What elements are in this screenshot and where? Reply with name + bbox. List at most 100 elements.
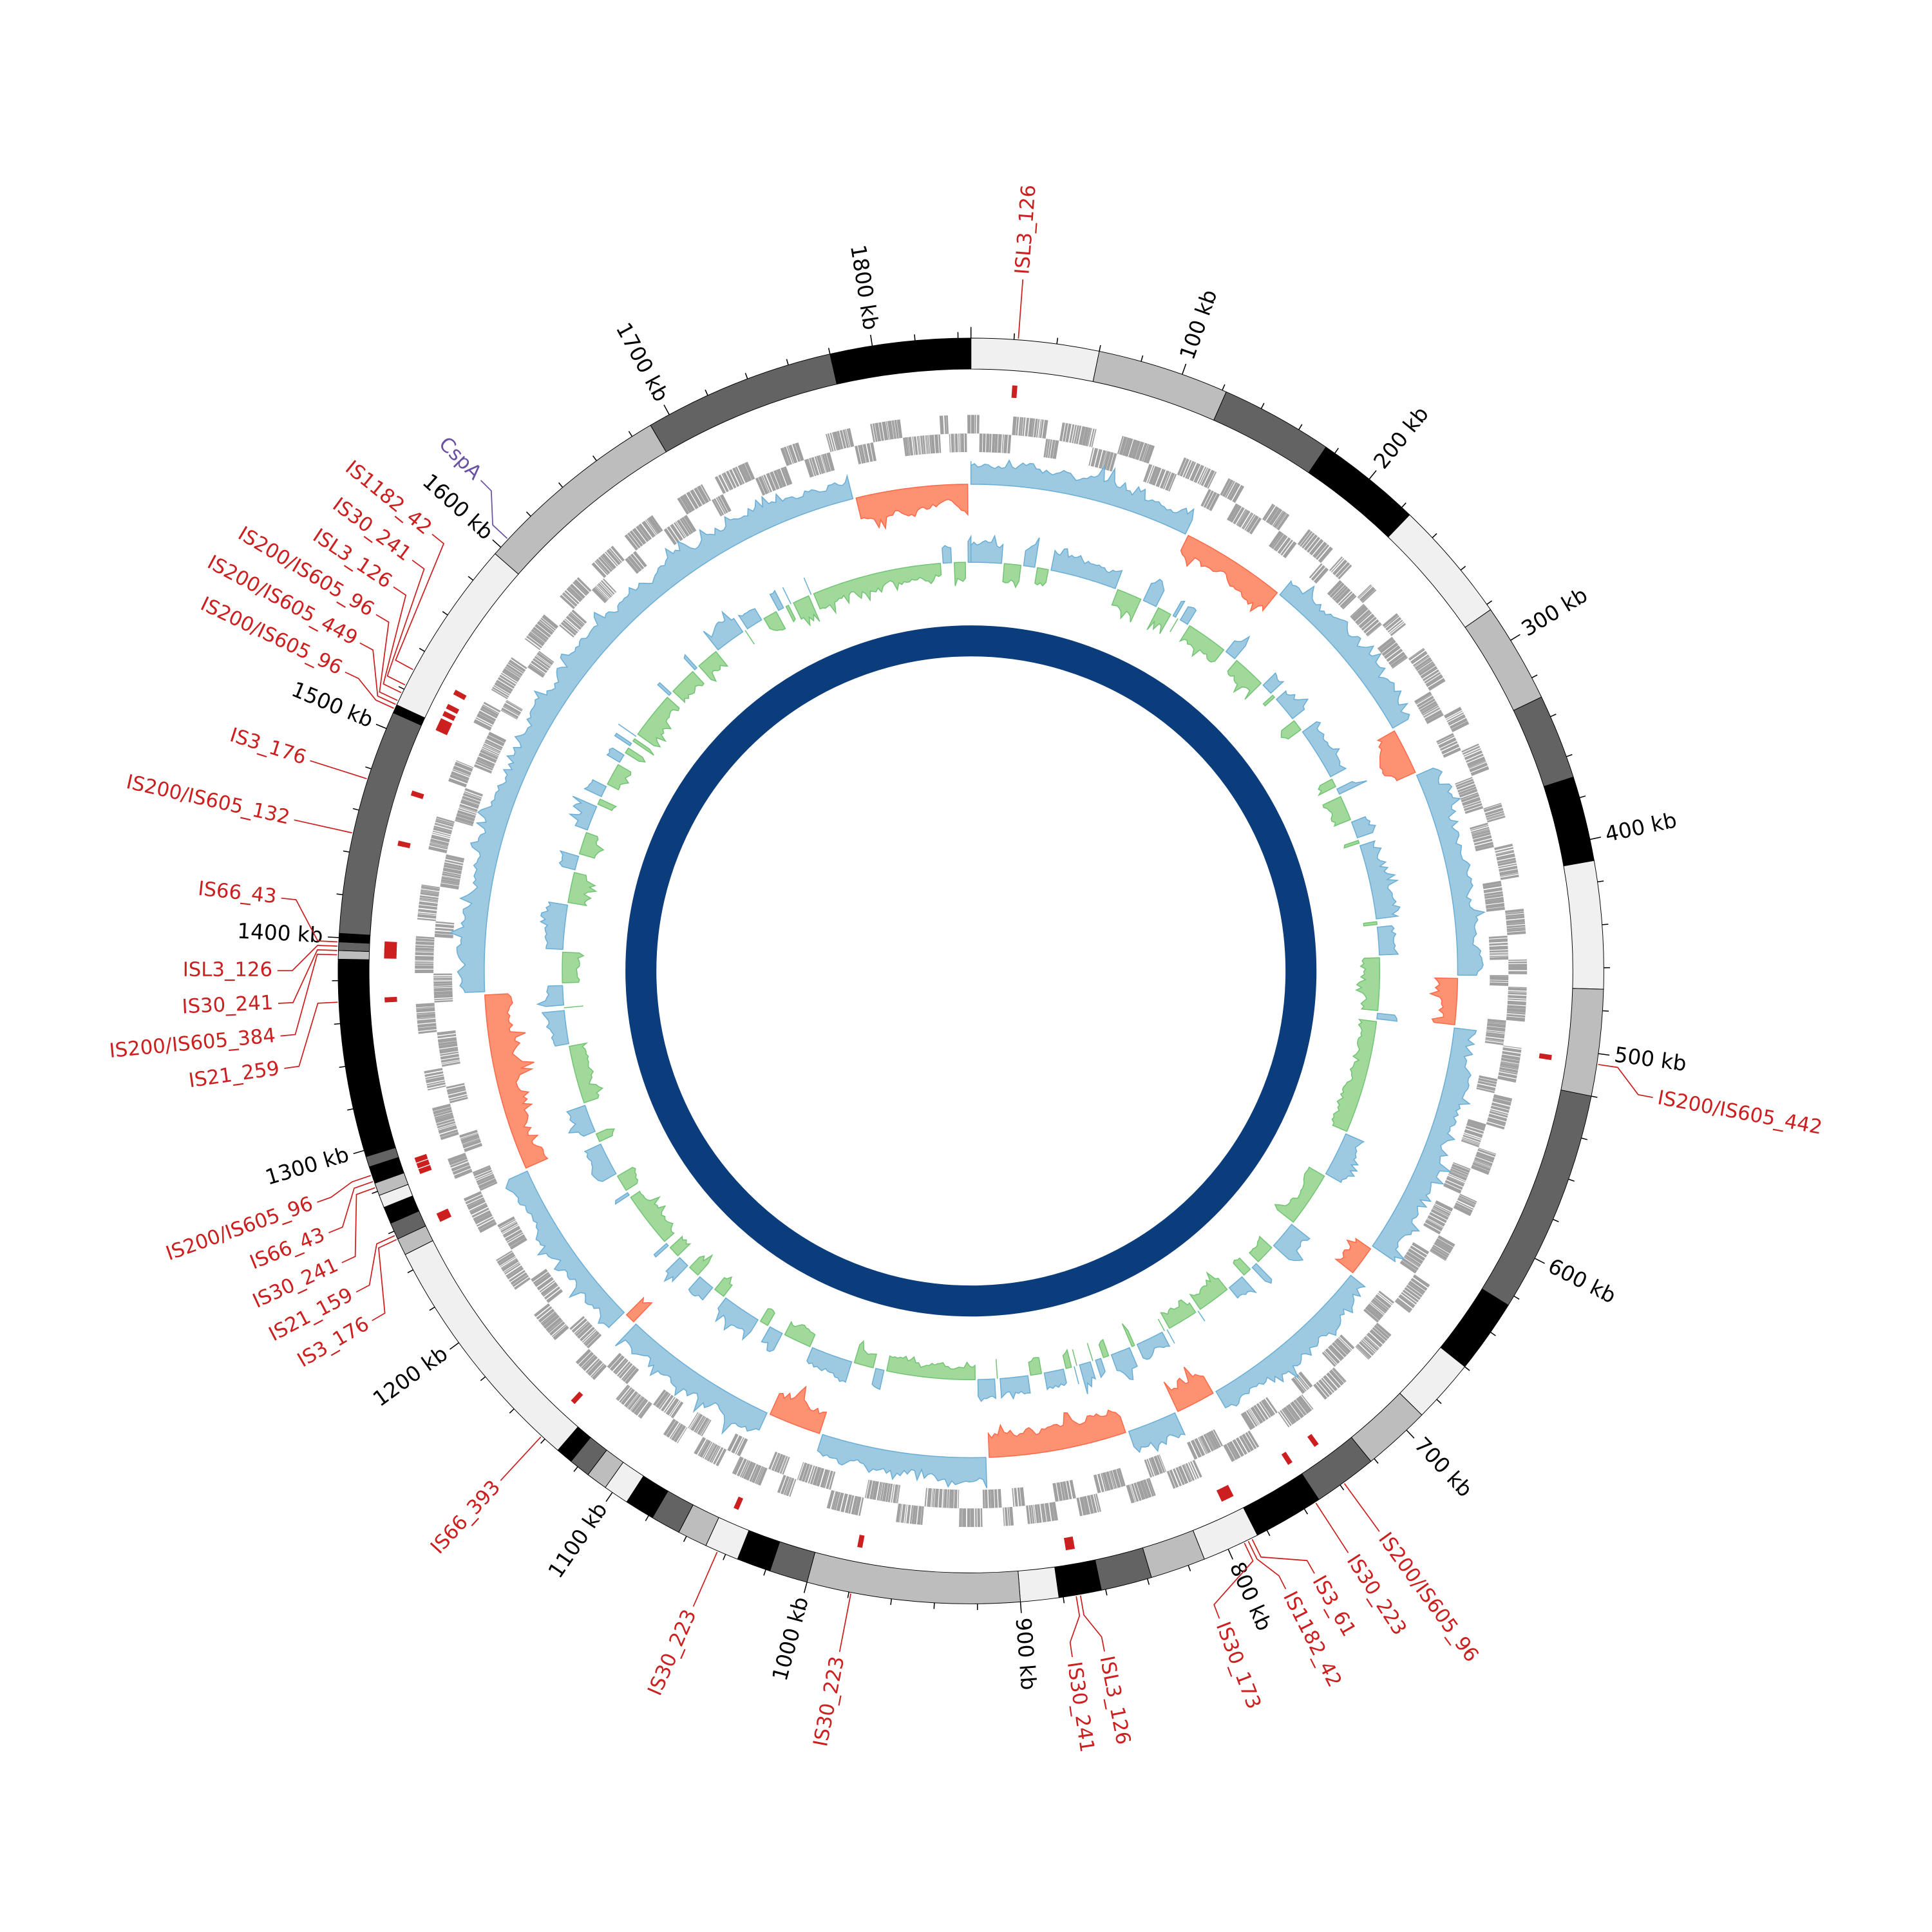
is-element-marker — [437, 721, 451, 732]
gene — [1082, 426, 1089, 446]
gc-above-area — [663, 1256, 688, 1283]
is-element-marker — [435, 725, 450, 735]
gene — [629, 530, 643, 547]
gene — [437, 1123, 456, 1130]
gene — [485, 739, 503, 750]
gene — [1260, 1399, 1274, 1417]
gene — [627, 1393, 639, 1408]
gene — [598, 583, 612, 598]
minor-tick — [442, 611, 448, 616]
gene — [679, 495, 692, 513]
gc-above-area — [1179, 606, 1197, 625]
gene — [1045, 1502, 1051, 1522]
gene — [989, 433, 992, 453]
gene — [719, 494, 732, 513]
gene — [433, 973, 452, 976]
gene — [618, 1363, 633, 1379]
gene — [564, 618, 580, 632]
gene — [1087, 428, 1092, 447]
gene — [1350, 603, 1365, 618]
gene — [496, 1250, 513, 1262]
gene — [416, 1007, 435, 1009]
gene — [1421, 703, 1437, 713]
gene — [842, 429, 849, 448]
gene — [1282, 541, 1297, 558]
is-label-connector — [281, 897, 338, 943]
gene — [638, 523, 652, 541]
gene — [1414, 656, 1430, 668]
gc-below-area — [995, 1359, 998, 1379]
gc-above-area — [541, 1010, 570, 1047]
gene — [424, 1068, 443, 1074]
gene — [1404, 1287, 1421, 1300]
contig-segment — [337, 958, 396, 1157]
contig-segment — [1387, 514, 1492, 628]
gene — [1095, 1493, 1101, 1512]
gene — [473, 764, 492, 774]
gene — [1169, 1469, 1179, 1488]
gc-below-area — [1028, 1357, 1043, 1376]
skew-positive-area — [1128, 1412, 1186, 1454]
gene — [1182, 1464, 1191, 1482]
gc-above-area — [1043, 1368, 1067, 1391]
gene — [1030, 1504, 1035, 1524]
gene — [1485, 810, 1504, 818]
gene — [998, 434, 1002, 453]
gene — [939, 415, 944, 435]
gene — [1206, 1432, 1217, 1450]
major-tick — [1510, 634, 1520, 641]
gene — [427, 1085, 446, 1091]
gene — [634, 1398, 647, 1415]
gene — [1498, 1072, 1517, 1079]
gene — [776, 468, 787, 488]
gene — [431, 834, 450, 843]
gene — [804, 459, 813, 478]
gene — [1086, 1495, 1094, 1514]
gc-above-area — [568, 795, 598, 831]
gene — [1472, 832, 1491, 840]
gc-below-area — [1262, 694, 1276, 707]
gene — [1408, 1248, 1426, 1261]
is-element-marker — [414, 1153, 428, 1163]
gene — [831, 1491, 837, 1510]
gene — [1490, 980, 1509, 983]
minor-tick — [1013, 333, 1015, 340]
gene — [887, 1483, 893, 1502]
gene — [1175, 1467, 1185, 1486]
gene — [417, 1023, 437, 1028]
contig-segment — [1142, 1530, 1205, 1578]
gene — [1414, 691, 1432, 704]
is-element-label: ISL3_126 — [1095, 1654, 1135, 1747]
is-label-connector — [372, 1238, 397, 1321]
gc-below-area — [567, 871, 598, 907]
gene — [1377, 636, 1394, 651]
gene — [1037, 1504, 1042, 1523]
gene — [1232, 485, 1245, 503]
gene — [562, 592, 578, 606]
gene — [974, 415, 976, 434]
gc-below-area — [714, 1276, 733, 1297]
gc-below-area — [597, 798, 618, 811]
gene — [1470, 766, 1490, 776]
gene — [1455, 777, 1473, 785]
gene — [1109, 1470, 1115, 1490]
gene — [836, 1492, 844, 1511]
gene — [1468, 759, 1486, 768]
gene — [617, 1385, 630, 1401]
gene — [469, 1202, 487, 1212]
gene — [1325, 1348, 1340, 1364]
gene — [1136, 1481, 1146, 1501]
gene — [913, 436, 918, 455]
gene — [1367, 1303, 1384, 1318]
gc-above-area — [806, 1347, 853, 1383]
gc-below-area — [1111, 589, 1142, 623]
gene — [1487, 1117, 1506, 1125]
gene — [1389, 621, 1405, 634]
gc-below-area — [1072, 1349, 1077, 1366]
is-element-label: ISL3_126 — [1010, 184, 1040, 276]
gene — [1465, 753, 1484, 763]
gene — [415, 945, 434, 948]
gene — [437, 1121, 456, 1129]
gene — [448, 1091, 467, 1099]
gene — [1373, 1297, 1389, 1311]
